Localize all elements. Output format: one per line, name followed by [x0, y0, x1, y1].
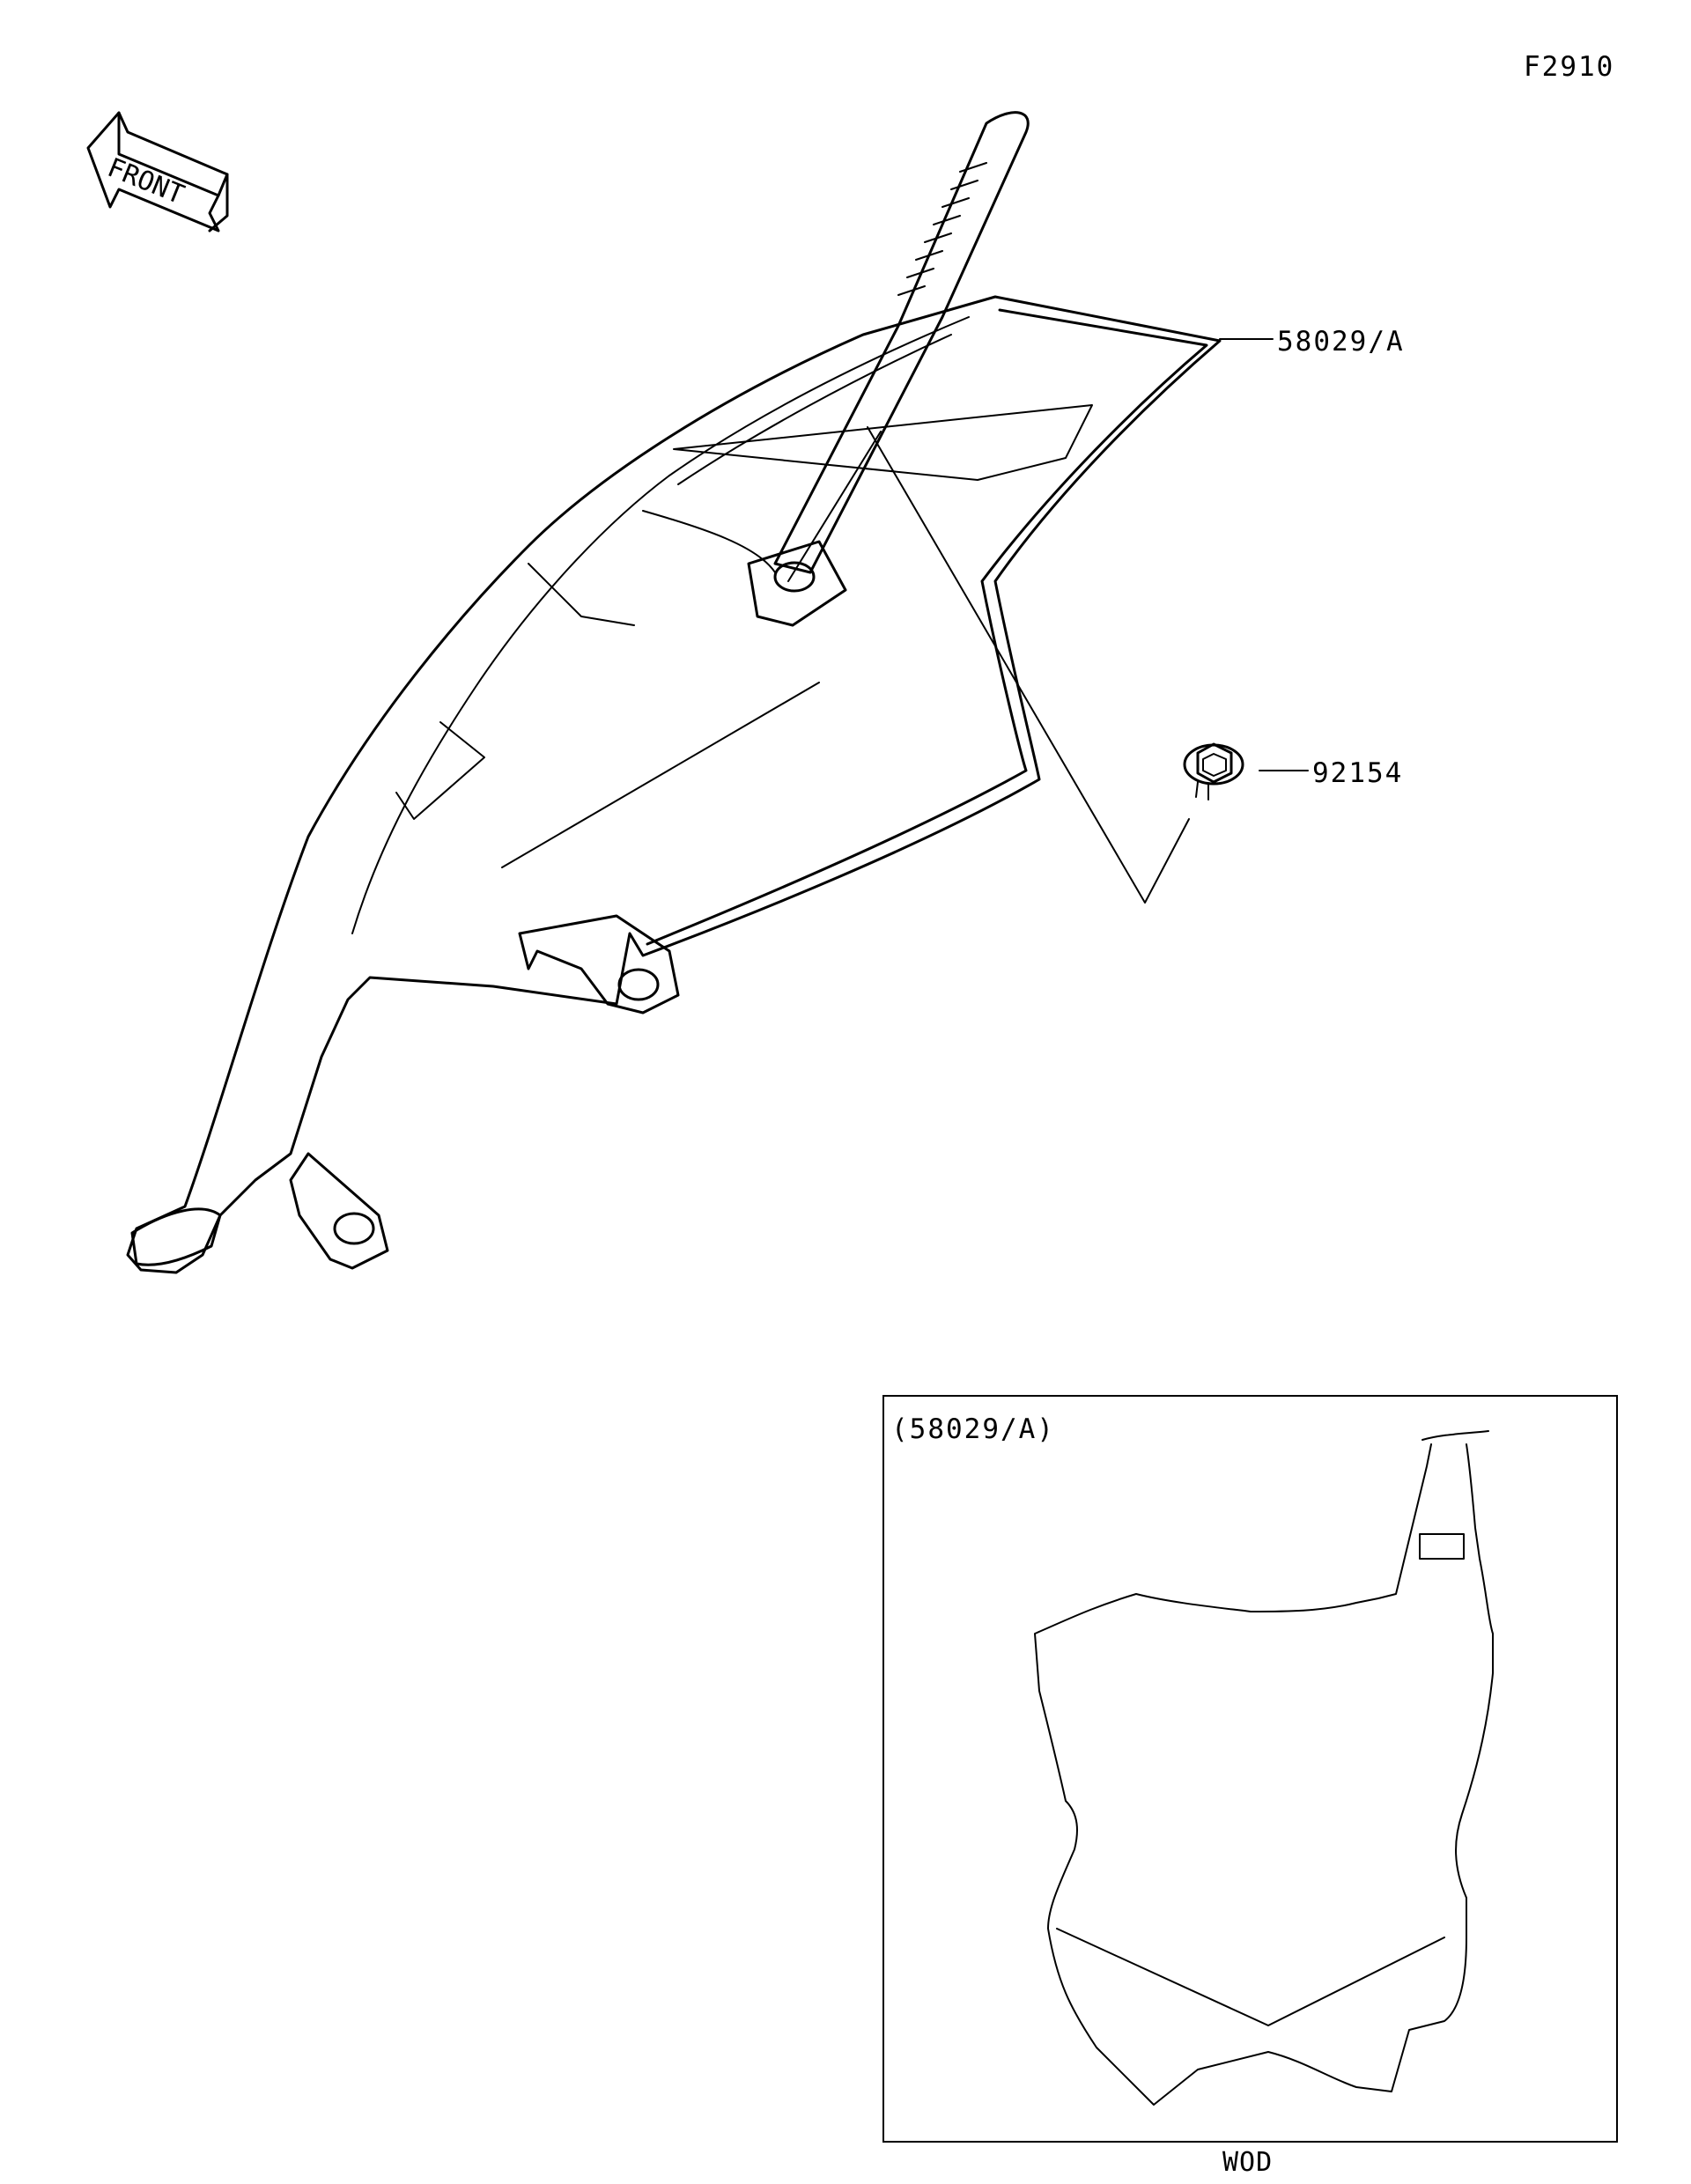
- callout-92154: 92154: [1312, 757, 1404, 789]
- inset-frame: [882, 1395, 1618, 2143]
- side-cover-part: [126, 111, 1222, 1274]
- front-arrow-icon: FRONT: [86, 111, 229, 232]
- front-arrow-label: FRONT: [103, 152, 188, 210]
- inset-caption: WOD: [1222, 2147, 1274, 2178]
- callout-58029-a: 58029/A: [1277, 326, 1405, 358]
- figure-code: F2910: [1524, 51, 1615, 83]
- decal-outline: [1034, 1430, 1494, 2106]
- inset-title: (58029/A): [891, 1413, 1055, 1445]
- flange-bolt-part: [1183, 742, 1244, 801]
